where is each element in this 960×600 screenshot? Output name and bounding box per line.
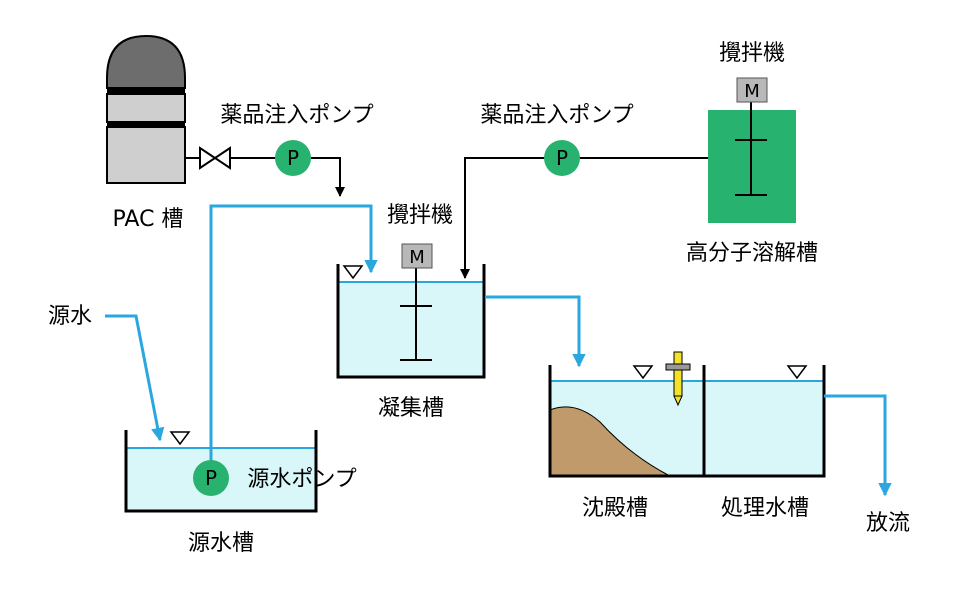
chem-pump-right: P [544, 140, 580, 176]
pump-icon [193, 460, 229, 496]
pac-tank-label: PAC 槽 [113, 207, 184, 232]
source-tank-label: 源水槽 [188, 531, 254, 556]
water-level-icon [632, 365, 654, 380]
polymer-mixer-shaft [735, 102, 767, 196]
polymer-tank-label: 高分子溶解槽 [686, 241, 818, 266]
discharge-line [824, 394, 892, 497]
source-pump-label: 源水ポンプ [247, 467, 356, 492]
pac-tank-band-top [107, 88, 185, 94]
source-tank-wall [124, 430, 318, 513]
motor-icon [401, 243, 433, 269]
discharge-label: 放流 [866, 511, 910, 536]
pac-tank-dome [106, 34, 186, 89]
water-level-icon [169, 431, 191, 446]
coag-outflow-line [485, 295, 586, 368]
sensor-icon [665, 351, 691, 407]
pump-icon [544, 140, 580, 176]
pump-symbol: P [287, 146, 299, 170]
coag-tank-label: 凝集槽 [378, 396, 444, 421]
water-level-icon [342, 265, 364, 280]
motor-symbol: M [409, 247, 425, 268]
pac-tank [106, 34, 186, 184]
polymer-mixer-motor: M [736, 77, 768, 103]
settling-tank-wall [548, 365, 826, 478]
motor-icon [736, 77, 768, 103]
source-pump: P [193, 460, 229, 496]
water-level-icon [786, 365, 808, 380]
pac-tank-band-bottom [107, 121, 185, 127]
chem-pump-right-label: 薬品注入ポンプ [480, 103, 633, 128]
source-water-inflow [105, 314, 165, 442]
settling-tank-label: 沈殿槽 [582, 496, 648, 521]
motor-symbol: M [744, 81, 760, 102]
pump-symbol: P [556, 146, 568, 170]
chem-pump-left: P [275, 140, 311, 176]
chem-pump-left-label: 薬品注入ポンプ [220, 103, 373, 128]
coag-mixer-motor: M [401, 243, 433, 269]
coag-tank-water [338, 282, 484, 376]
mixer-mid-label: 攪拌機 [387, 203, 453, 228]
treated-tank-label: 処理水槽 [721, 496, 809, 521]
valve-icon [199, 146, 231, 170]
source-water-label: 源水 [48, 304, 92, 329]
pump-symbol: P [205, 466, 217, 490]
sludge [549, 406, 669, 476]
source-pump-riser [209, 204, 378, 462]
coag-tank-wall [336, 264, 486, 379]
pac-tank-middle [106, 93, 186, 123]
pump-icon [275, 140, 311, 176]
coag-mixer-shaft [400, 268, 432, 361]
pac-tank-lower [106, 126, 186, 184]
mixer-top-label: 攪拌機 [719, 41, 785, 66]
